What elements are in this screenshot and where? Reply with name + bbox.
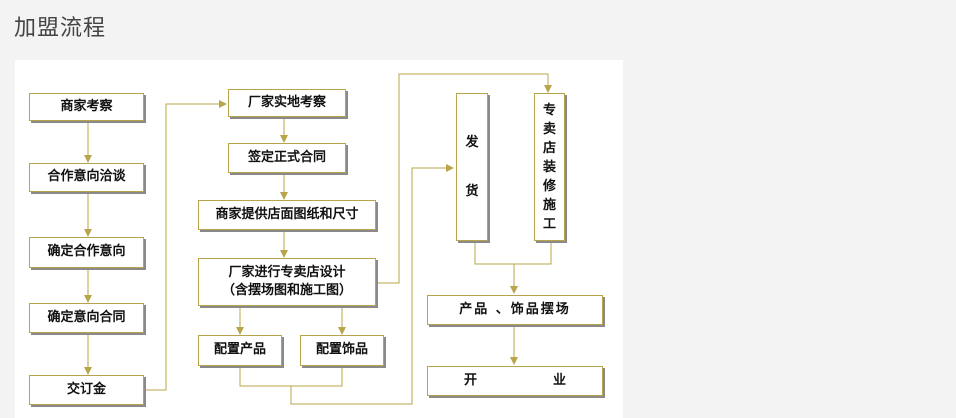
step-label: 交订金 [66,381,106,397]
step-label: 配置产品 [213,342,266,358]
step-config-products: 配置产品 [198,335,282,366]
step-char: 开 [464,372,478,388]
step-char: 施 [542,197,556,213]
step-confirm-intent: 确定合作意向 [29,237,144,268]
step-merchant-inspect: 商家考察 [29,93,144,121]
step-char: 店 [542,140,556,156]
step-char: 卖 [542,121,556,137]
step-label: 商家考察 [60,98,113,114]
step-char: 发 [465,134,479,150]
step-char: 业 [552,372,566,388]
page-title: 加盟流程 [14,16,107,41]
step-label: 商家提供店面图纸和尺寸 [215,206,359,222]
step-store-decoration: 专 卖 店 装 修 施 工 [534,93,565,241]
step-char: 货 [465,183,479,199]
step-char: 专 [542,102,556,118]
step-label: 合作意向洽谈 [47,169,126,185]
step-confirm-contract: 确定意向合同 [29,303,144,333]
step-label: 厂家实地考察 [247,94,326,110]
step-deposit: 交订金 [29,375,144,405]
step-cooperation-talk: 合作意向洽谈 [29,163,144,192]
step-label: 配置饰品 [315,342,368,358]
step-label: 产品 、饰品摆场 [459,301,571,317]
step-config-accessories: 配置饰品 [300,335,384,366]
step-label: 确定意向合同 [47,309,126,325]
step-label: 签定正式合同 [247,149,326,165]
step-factory-inspect: 厂家实地考察 [228,89,346,117]
step-label: 确定合作意向 [47,244,126,260]
step-char: 装 [542,159,556,175]
step-sign-contract: 签定正式合同 [228,143,346,173]
step-char: 工 [542,216,556,232]
step-store-design: 厂家进行专卖店设计 （含摆场图和施工图） [198,258,376,306]
step-opening: 开 业 [427,366,603,396]
step-provide-drawing: 商家提供店面图纸和尺寸 [198,200,376,230]
step-shipping: 发 货 [456,93,488,241]
step-char: 修 [542,178,556,194]
step-label-line2: （含摆场图和施工图） [221,283,352,298]
step-label-line1: 厂家进行专卖店设计 [228,264,346,280]
step-display-setup: 产品 、饰品摆场 [427,295,603,325]
